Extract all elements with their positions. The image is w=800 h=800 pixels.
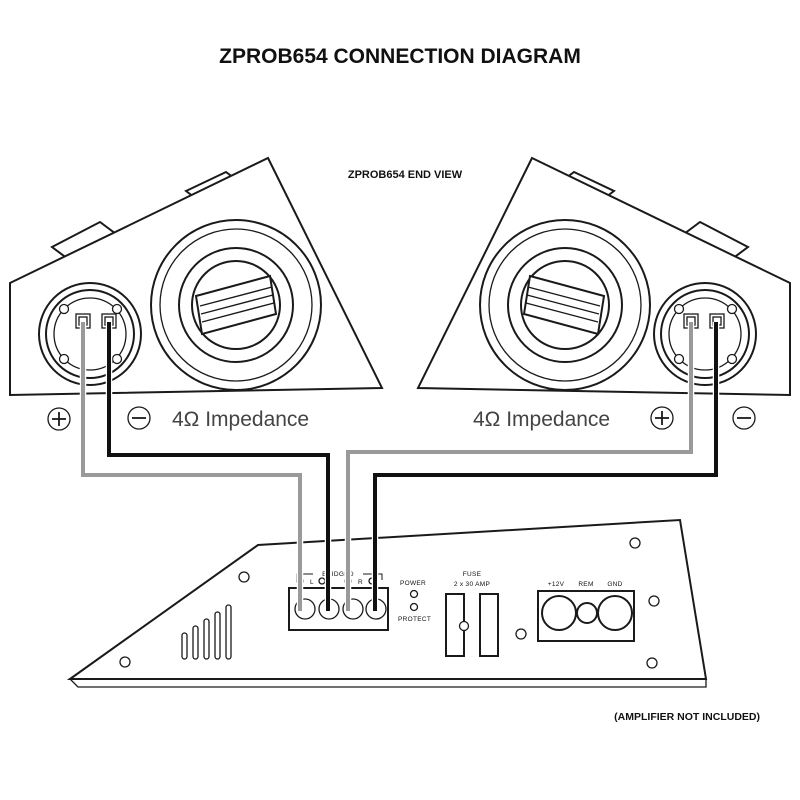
screw-hole bbox=[648, 595, 660, 607]
end-view-label: ZPROB654 END VIEW bbox=[348, 169, 463, 181]
fuse-2 bbox=[479, 593, 499, 657]
left-negative-wire-core bbox=[107, 322, 330, 611]
left-woofer bbox=[150, 219, 322, 391]
amplifier-footnote: (AMPLIFIER NOT INCLUDED) bbox=[614, 711, 760, 723]
left-positive-symbol bbox=[47, 407, 71, 431]
protect-label: PROTECT bbox=[398, 616, 431, 623]
amplifier: BRIDGED L R POWER PROTECT FUSE 2 x 30 AM… bbox=[66, 518, 708, 688]
right-negative-wire-core bbox=[373, 322, 718, 611]
left-channel-label: L bbox=[310, 579, 314, 586]
left-negative-symbol bbox=[127, 406, 151, 430]
right-positive-wire-core bbox=[346, 322, 693, 611]
screw-hole bbox=[515, 628, 527, 640]
screw-hole bbox=[646, 657, 658, 669]
speaker-wiring bbox=[79, 322, 720, 611]
fuse-label: FUSE bbox=[463, 571, 482, 578]
left-impedance-label: 4Ω Impedance bbox=[172, 408, 309, 431]
left-positive-wire-core bbox=[81, 322, 302, 611]
right-speaker-pod: 4Ω Impedance bbox=[416, 156, 791, 431]
power-terminal-block bbox=[537, 590, 635, 642]
right-channel-label: R bbox=[358, 579, 363, 586]
screw-hole bbox=[629, 537, 641, 549]
amplifier-vent bbox=[181, 604, 232, 660]
left-speaker-pod: 4Ω Impedance bbox=[9, 156, 384, 431]
right-tweeter bbox=[653, 282, 757, 386]
amplifier-base bbox=[68, 678, 707, 688]
power-label: POWER bbox=[400, 580, 426, 587]
screw-hole bbox=[458, 620, 470, 632]
right-woofer bbox=[479, 219, 651, 391]
right-impedance-label: 4Ω Impedance bbox=[473, 408, 610, 431]
power-led bbox=[409, 589, 419, 599]
protect-led bbox=[409, 602, 419, 612]
right-negative-symbol bbox=[732, 406, 756, 430]
bridged-label: BRIDGED bbox=[322, 571, 354, 578]
screw-hole bbox=[238, 571, 250, 583]
right-positive-symbol bbox=[650, 406, 674, 430]
screw-hole bbox=[119, 656, 131, 668]
plus12v-label: +12V bbox=[548, 581, 565, 588]
page-title: ZPROB654 CONNECTION DIAGRAM bbox=[219, 45, 581, 68]
rem-label: REM bbox=[578, 581, 593, 588]
gnd-label: GND bbox=[607, 581, 622, 588]
fuse-rating-label: 2 x 30 AMP bbox=[454, 581, 490, 588]
left-tweeter bbox=[38, 282, 142, 386]
